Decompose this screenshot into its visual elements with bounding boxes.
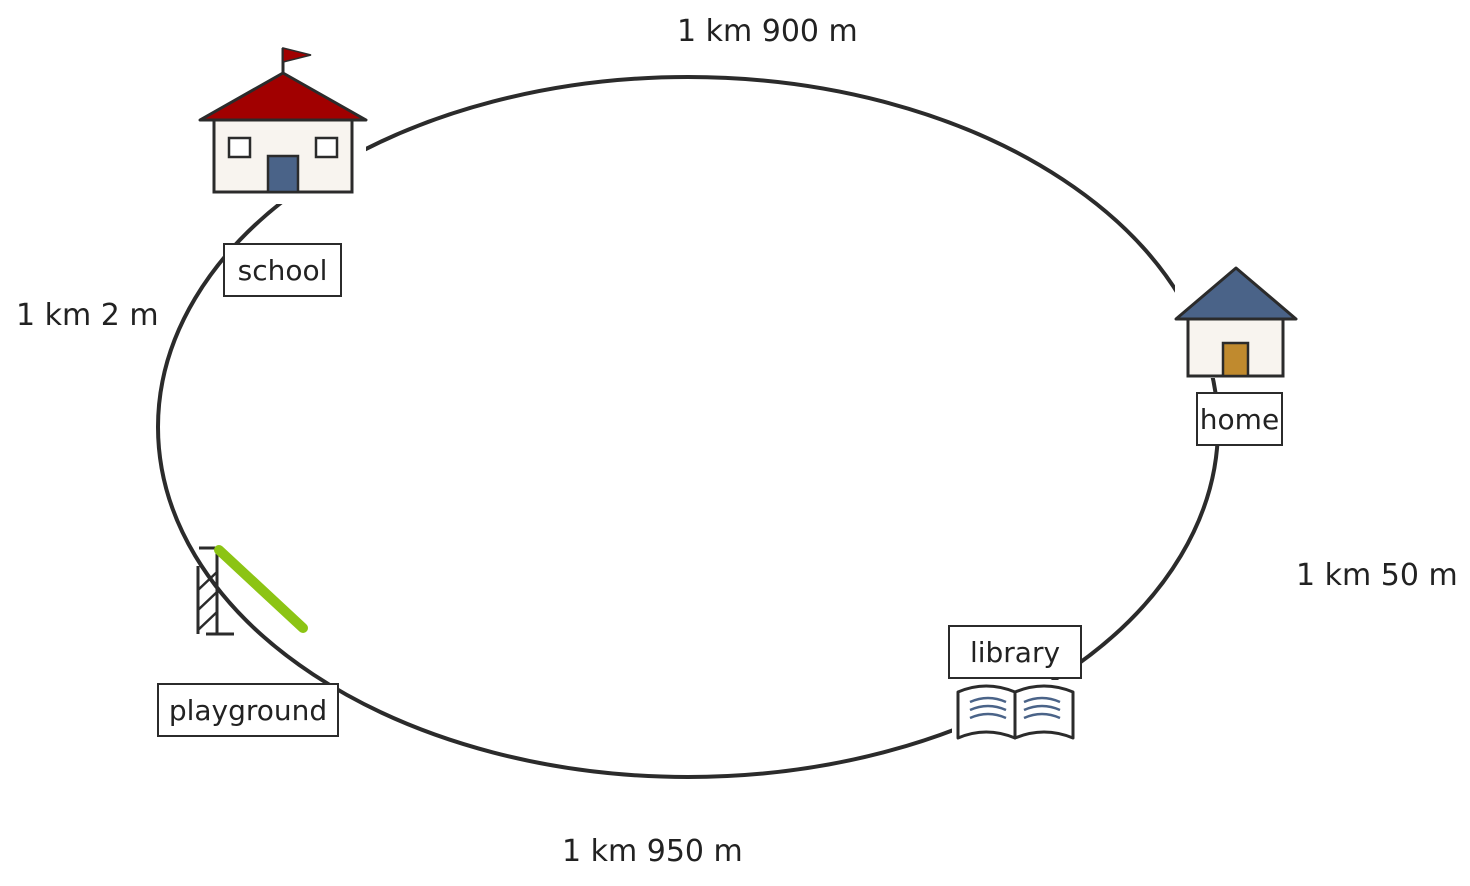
home-label: home (1196, 392, 1283, 446)
school-label: school (223, 243, 342, 297)
library-label: library (948, 625, 1082, 679)
distance-playground-school: 1 km 2 m (16, 298, 159, 333)
distance-home-library: 1 km 50 m (1296, 558, 1458, 593)
playground-label: playground (157, 683, 339, 737)
open-book-icon (952, 680, 1078, 744)
slide-icon (196, 545, 308, 636)
distance-school-home: 1 km 900 m (677, 14, 858, 49)
school-building-icon (198, 47, 368, 204)
house-icon (1174, 266, 1298, 378)
distance-library-playground: 1 km 950 m (562, 834, 743, 869)
